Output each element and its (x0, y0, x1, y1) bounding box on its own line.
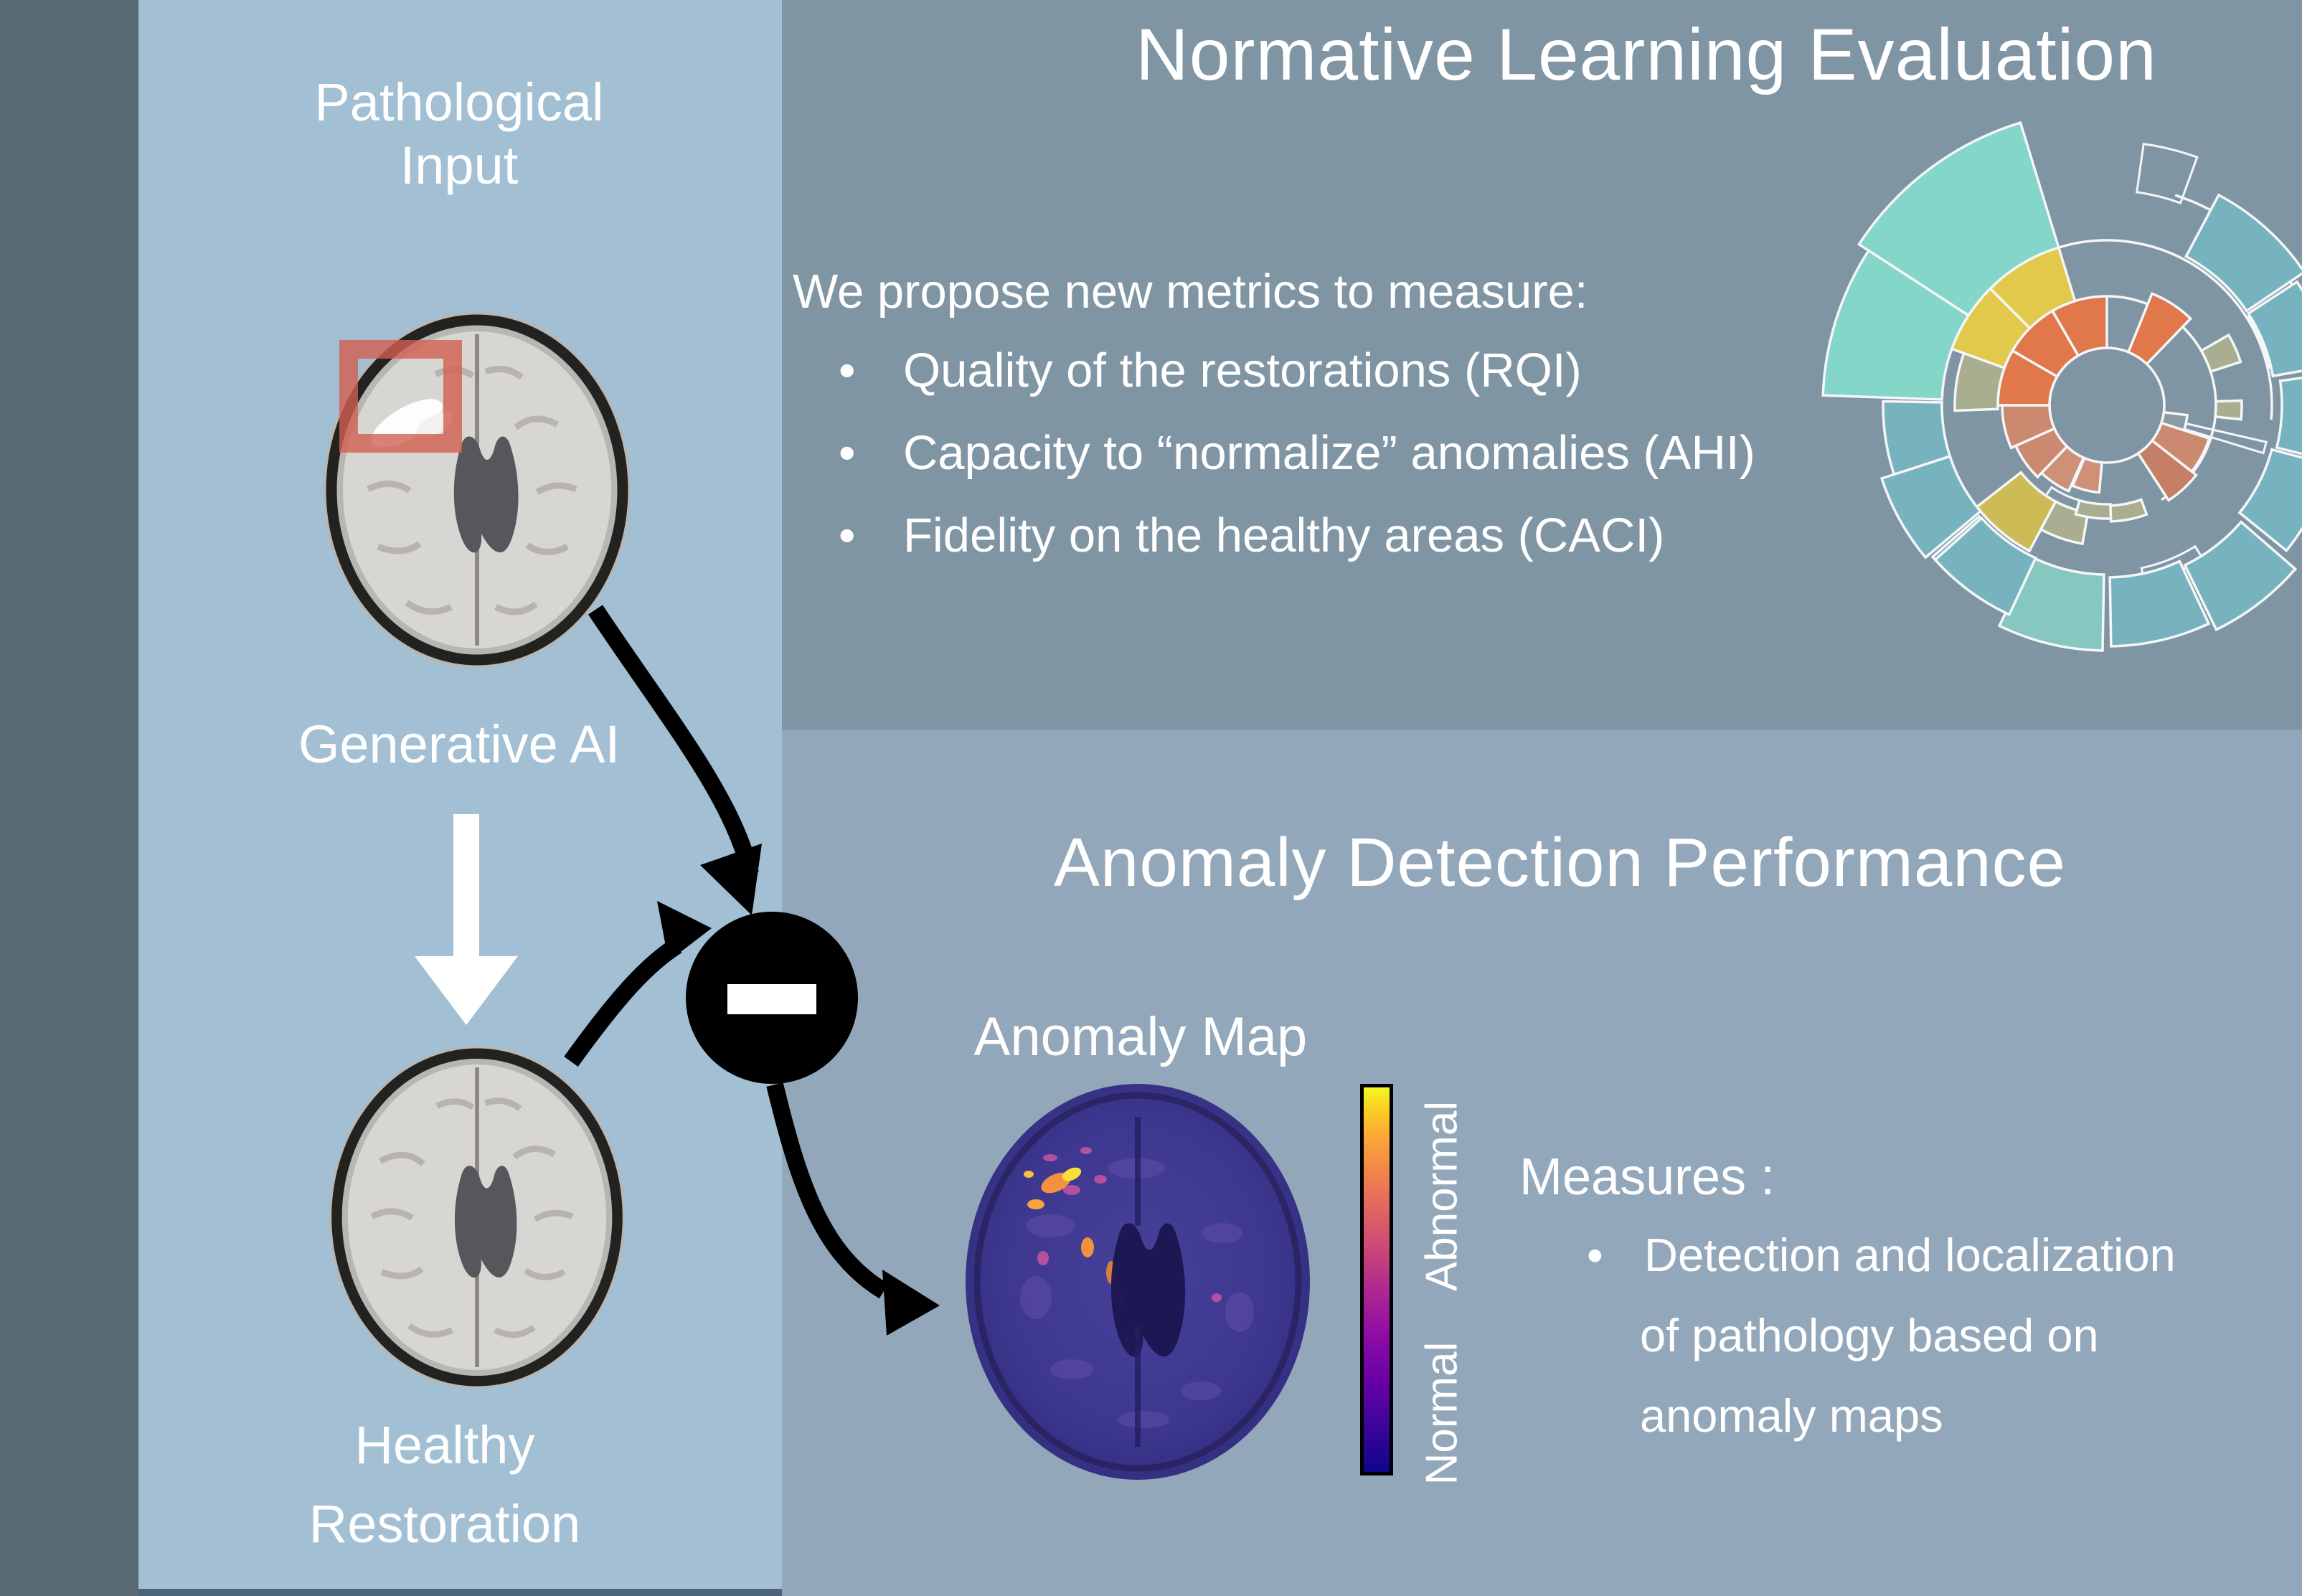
list-item: • Fidelity on the healthy areas (CACI) (793, 508, 1755, 590)
healthy-label-line1: Healthy (354, 1415, 535, 1475)
list-item: of pathology based on (1519, 1308, 2176, 1389)
bullet-icon: • (839, 426, 856, 480)
arrow-subtract-to-anomaly-map (766, 1082, 889, 1299)
normative-title: Normative Learning Evaluation (1136, 14, 2157, 95)
sunburst-segment (2108, 559, 2211, 648)
sunburst-segment (1879, 454, 1983, 559)
subtract-operator (686, 912, 858, 1084)
sunburst-segment (2246, 280, 2302, 378)
measures-bullet-list: • Detection and localization of patholog… (1519, 1228, 2176, 1469)
sunburst-segment (2109, 498, 2148, 523)
anomaly-map-label: Anomaly Map (973, 1006, 1308, 1067)
bullet-text: Capacity to “normalize” anomalies (AHI) (903, 426, 1755, 480)
anomaly-colorbar (1360, 1084, 1393, 1475)
lesion-highlight-box (339, 340, 462, 453)
bullet-text: Fidelity on the healthy areas (CACI) (903, 509, 1665, 562)
arrowhead-down-icon (700, 844, 762, 915)
pathological-label-line2: Input (400, 136, 519, 195)
anomaly-title: Anomaly Detection Performance (1054, 824, 2066, 901)
list-item: • Capacity to “normalize” anomalies (AHI… (793, 425, 1755, 508)
colorbar-abnormal-label: Abnormal (1417, 1100, 1467, 1292)
sunburst-segment (1821, 248, 1971, 401)
down-arrow-icon (415, 814, 518, 1025)
generative-ai-label: Generative AI (298, 714, 621, 774)
sunburst-segment (2275, 377, 2302, 455)
gyri-texture (370, 1097, 574, 1338)
bullet-text: of pathology based on (1640, 1309, 2099, 1361)
list-item: • Quality of the restorations (RQI) (793, 343, 1755, 425)
list-item: • Detection and localization (1519, 1228, 2176, 1308)
bullet-text: anomaly maps (1640, 1389, 1943, 1442)
arrow-restoration-to-subtract (564, 938, 682, 1067)
bullet-text: Detection and localization (1644, 1229, 2176, 1281)
bullet-icon: • (839, 344, 856, 397)
sunburst-segment (2136, 438, 2198, 502)
ventricles (1110, 1223, 1186, 1357)
healthy-label-line2: Restoration (308, 1494, 581, 1554)
sunburst-segment (2071, 456, 2103, 494)
arrow-pathological-to-subtract (588, 605, 759, 876)
normative-intro: We propose new metrics to measure: (793, 265, 1588, 318)
bullet-icon: • (1587, 1229, 1603, 1281)
sunburst-segment (2014, 427, 2069, 479)
cortex-texture (1020, 1158, 1254, 1428)
bullet-text: Quality of the restorations (RQI) (903, 344, 1582, 397)
metrics-sunburst-chart (1821, 121, 2302, 652)
sunburst-segment (2214, 399, 2243, 421)
minus-icon (727, 984, 816, 1014)
sunburst-segment (2237, 448, 2302, 553)
normative-bullet-list: • Quality of the restorations (RQI) • Ca… (793, 343, 1755, 590)
gyri-texture (366, 365, 577, 615)
sunburst-segment (2199, 333, 2242, 374)
sunburst-segment (2126, 291, 2193, 366)
ventricles (454, 1166, 517, 1278)
arrowhead-right-icon (882, 1270, 940, 1336)
sunburst-segment (2058, 239, 2273, 420)
ventricles (453, 436, 519, 553)
left-dark-rail (0, 0, 138, 1596)
restored-brain-image (329, 1046, 626, 1389)
sunburst-segment (2001, 404, 2057, 450)
sunburst-segment (2136, 142, 2199, 205)
bottom-footer-strip (138, 1589, 782, 1596)
sunburst-segment (2183, 520, 2298, 632)
bullet-icon: • (839, 509, 856, 562)
sunburst-segment (1857, 121, 2060, 318)
sunburst-segment (1882, 400, 1952, 476)
sunburst-segment (1975, 471, 2058, 553)
pathological-label-line1: Pathological (314, 72, 604, 132)
sunburst-segment (1933, 516, 2038, 617)
sunburst-segment (2039, 445, 2085, 493)
list-item: anomaly maps (1519, 1389, 2176, 1469)
sunburst-segment (2184, 193, 2302, 313)
measures-heading: Measures : (1519, 1148, 1775, 1206)
arrowhead-upright-icon (657, 901, 712, 961)
anomaly-map-image (966, 1084, 1310, 1480)
sunburst-segment (2074, 499, 2113, 520)
colorbar-normal-label: Normal (1417, 1341, 1467, 1486)
sunburst-segment (1953, 351, 2006, 412)
